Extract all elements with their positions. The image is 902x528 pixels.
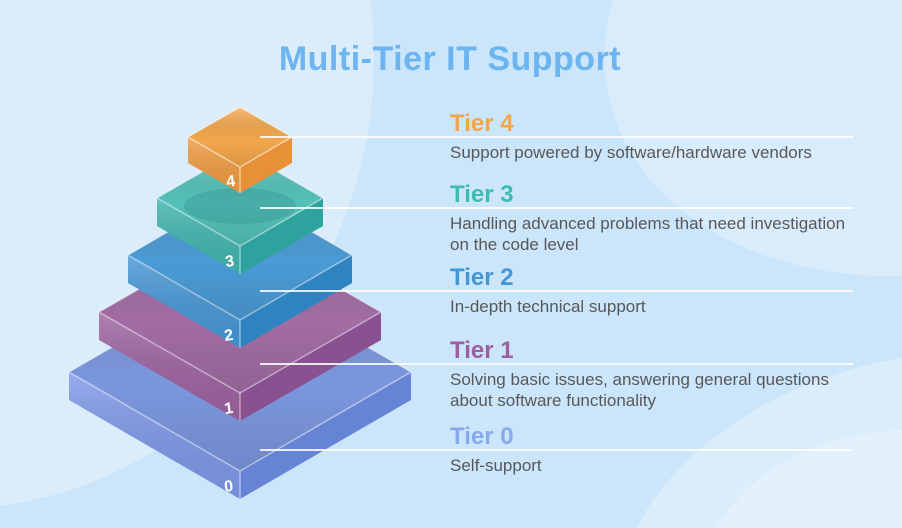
tier-3-title: Tier 3 [450, 181, 514, 208]
tier-0-title: Tier 0 [450, 423, 514, 450]
tier-4-title: Tier 4 [450, 110, 514, 137]
tier-3-number: 3 [224, 253, 235, 271]
connector-line-tier-4 [260, 136, 853, 138]
pyramid-tier-3: 3 [155, 149, 325, 274]
connector-line-tier-1 [260, 363, 853, 365]
tier-1-title: Tier 1 [450, 337, 514, 364]
tier-4-shadow [184, 188, 296, 224]
page-title: Multi-Tier IT Support [278, 40, 622, 78]
tier-2-description: In-depth technical support [450, 297, 646, 316]
connector-line-tier-0 [260, 449, 853, 451]
tier-1-number: 1 [223, 400, 234, 418]
tier-2-title: Tier 2 [450, 264, 514, 291]
tier-4-number: 4 [225, 173, 236, 191]
tier-0-number: 0 [223, 478, 234, 496]
pyramid-tier-4: 4 [186, 106, 294, 193]
tier-1-description: Solving basic issues, answering general … [450, 370, 829, 410]
tier-4-description: Support powered by software/hardware ven… [450, 143, 812, 162]
connector-line-tier-2 [260, 290, 853, 292]
pyramid-diagram: 0 1 2 [67, 106, 413, 499]
tier-2-number: 2 [223, 327, 234, 345]
connector-line-tier-3 [260, 207, 853, 209]
tier-3-description: Handling advanced problems that need inv… [450, 214, 846, 254]
tier-0-description: Self-support [450, 456, 542, 475]
